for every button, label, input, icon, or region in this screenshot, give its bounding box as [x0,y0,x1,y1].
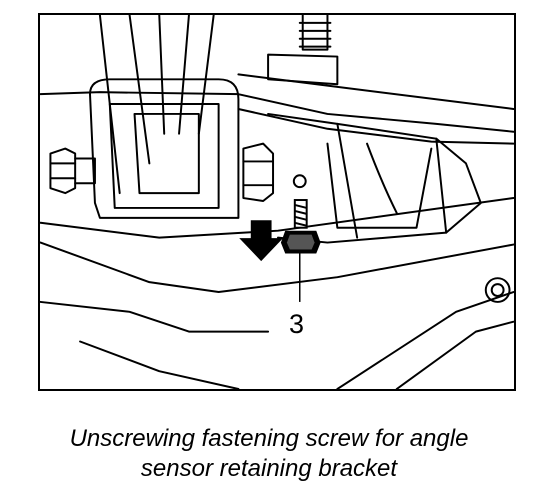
spring-leaf-5 [197,15,215,135]
suspension-drawing [40,15,514,389]
lower-arm [40,197,514,239]
bushing-housing [89,78,240,219]
callout-number: 3 [289,309,305,339]
screw-icon [280,199,321,254]
caption-line-2: sensor retaining bracket [140,455,398,482]
right-nut [242,142,275,202]
threaded-rod [267,15,339,86]
down-arrow-icon [239,220,284,262]
caption-line-1: Unscrewing fastening screw for angle [69,425,469,452]
spring-leaf-3 [158,15,166,135]
lower-arm-lower-edge [40,241,514,294]
lower-right-bolt [484,277,511,303]
figure-caption: Unscrewing fastening screw for angle sen… [0,424,538,484]
spring-leaf-2 [128,15,151,165]
technical-illustration: 3 [38,13,516,391]
screw-hole [292,174,307,189]
left-nut [49,147,96,195]
spring-leaf-4 [178,15,190,135]
